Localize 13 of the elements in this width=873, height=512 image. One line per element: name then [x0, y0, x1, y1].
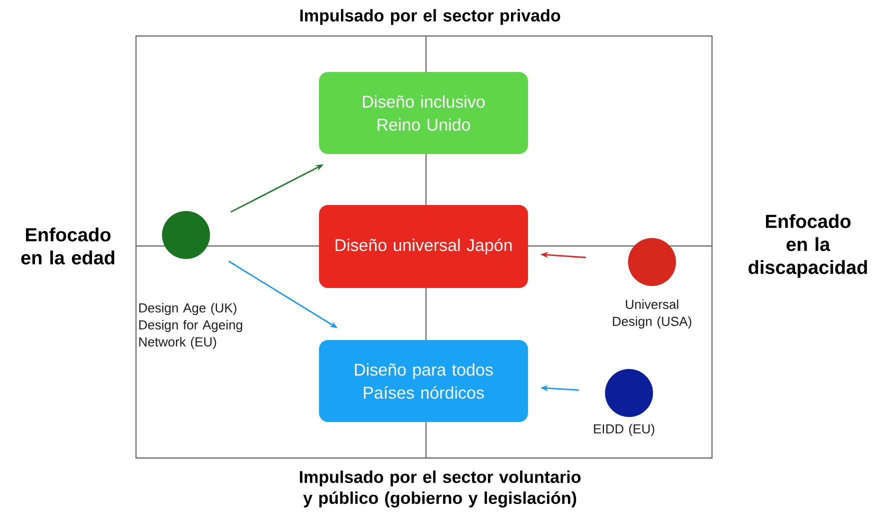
rounded-box: Diseño inclusivo Reino Unido — [319, 72, 528, 154]
circle-marker — [139, 211, 242, 350]
axis-label: Enfocado en la discapacidad — [748, 214, 867, 278]
node-caption: Universal Design (USA) — [612, 299, 692, 329]
circle-marker — [612, 238, 692, 329]
node-caption: Design Age (UK) Design for Ageing Network (EU) — [139, 302, 242, 350]
node-caption: EIDD (EU) — [594, 424, 654, 436]
rounded-box: Diseño universal Japón — [319, 205, 528, 288]
axis-label: Impulsado por el sector voluntario y público (gobierno y legislación) — [300, 470, 581, 508]
axis-label: Enfocado en la edad — [21, 228, 114, 264]
rounded-box: Diseño para todos Países nórdicos — [319, 340, 528, 422]
axis-label: Impulsado por el sector privado — [300, 9, 560, 25]
circle-marker — [594, 369, 654, 436]
